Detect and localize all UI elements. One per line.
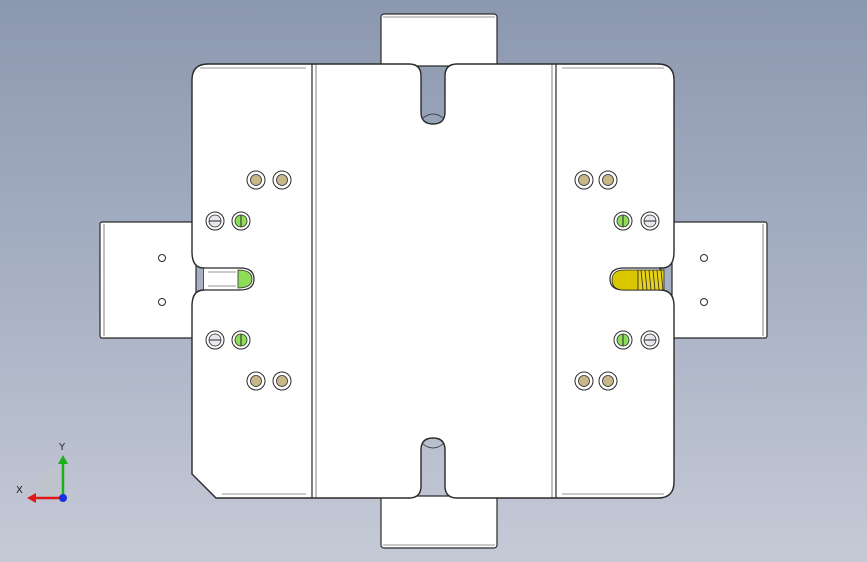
slotted-screw[interactable] bbox=[613, 211, 633, 231]
bolt-head[interactable] bbox=[272, 170, 292, 190]
bolt-head[interactable] bbox=[272, 371, 292, 391]
z-axis-dot bbox=[59, 494, 67, 502]
bolt-head[interactable] bbox=[246, 170, 266, 190]
main-plate[interactable] bbox=[191, 63, 675, 499]
slotted-screw[interactable] bbox=[231, 330, 251, 350]
bolt-head[interactable] bbox=[246, 371, 266, 391]
left-clamp-bar[interactable] bbox=[99, 221, 197, 339]
right-clamp-bar[interactable] bbox=[671, 221, 768, 339]
slotted-screw[interactable] bbox=[640, 330, 660, 350]
right-spring-plunger[interactable] bbox=[609, 267, 665, 291]
slotted-screw[interactable] bbox=[613, 330, 633, 350]
slotted-screw[interactable] bbox=[205, 330, 225, 350]
left-locating-stop[interactable] bbox=[204, 267, 255, 291]
y-axis-label: Y bbox=[59, 442, 66, 453]
slotted-screw[interactable] bbox=[205, 211, 225, 231]
slotted-screw[interactable] bbox=[640, 211, 660, 231]
coordinate-triad bbox=[27, 455, 68, 503]
x-axis-label: X bbox=[16, 485, 23, 496]
slotted-screws[interactable] bbox=[205, 211, 660, 350]
top-clamp-bar[interactable] bbox=[380, 13, 498, 67]
bottom-clamp-bar[interactable] bbox=[380, 495, 498, 549]
bolt-head[interactable] bbox=[574, 170, 594, 190]
slotted-screw[interactable] bbox=[231, 211, 251, 231]
bolt-head[interactable] bbox=[574, 371, 594, 391]
bolt-head[interactable] bbox=[598, 371, 618, 391]
bolt-head[interactable] bbox=[598, 170, 618, 190]
socket-head-bolts[interactable] bbox=[246, 170, 618, 391]
